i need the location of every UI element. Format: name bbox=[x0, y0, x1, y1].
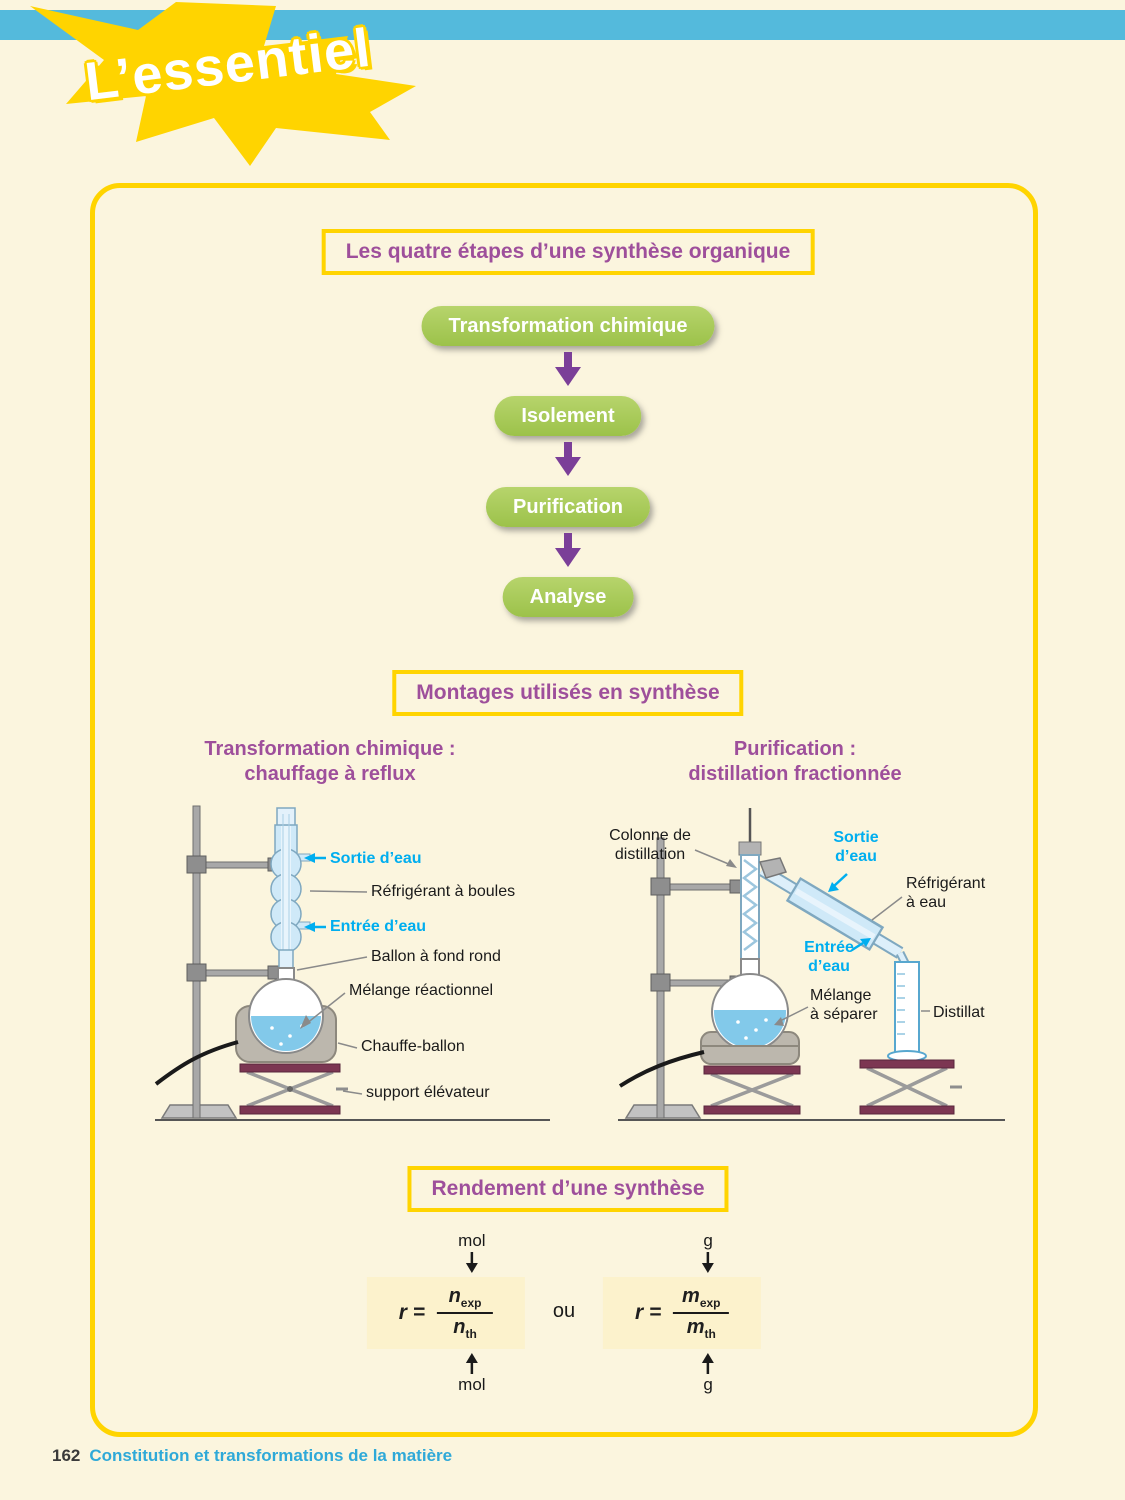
reflux-apparatus-illustration bbox=[154, 805, 550, 1121]
bulb-condenser bbox=[270, 807, 311, 971]
leader-lines bbox=[694, 849, 930, 1022]
rendement-section-title: Rendement d’une synthèse bbox=[407, 1166, 729, 1212]
label-condenser: Réfrigérant à eau bbox=[906, 875, 986, 911]
denominator-symbol: m bbox=[686, 1316, 705, 1338]
unit-bottom: mol bbox=[458, 1375, 486, 1394]
arrow-up-icon bbox=[702, 1353, 715, 1374]
formula-r-equals: r = bbox=[398, 1301, 426, 1324]
arrow-down-icon bbox=[702, 1252, 715, 1273]
numerator-symbol: n bbox=[448, 1285, 461, 1307]
label-column: Colonne de distillation bbox=[609, 827, 691, 863]
lab-jack bbox=[239, 1063, 348, 1115]
label-mixture: Mélange à séparer bbox=[810, 987, 878, 1023]
numerator-symbol: m bbox=[682, 1285, 700, 1307]
denominator: nth bbox=[453, 1316, 477, 1341]
label-mixture: Mélange réactionnel bbox=[349, 982, 494, 999]
mol-formula: mol r = nexp nth mol bbox=[366, 1230, 525, 1396]
distillation-title-line1: Purification : bbox=[733, 738, 857, 760]
label-distillate: Distillat bbox=[933, 1004, 985, 1021]
flask-jack bbox=[703, 1065, 801, 1115]
distillation-title-line2: distillation fractionnée bbox=[688, 763, 902, 785]
formula-fraction: mexp mth bbox=[673, 1285, 730, 1341]
label-jack: support élévateur bbox=[366, 1084, 490, 1101]
graduated-cylinder bbox=[887, 961, 927, 1062]
arrow-up-icon bbox=[465, 1353, 478, 1374]
label-condenser: Réfrigérant à boules bbox=[371, 883, 516, 900]
page-footer: 162 Constitution et transformations de la… bbox=[52, 1446, 452, 1466]
yield-formula-box-mass: r = mexp mth bbox=[603, 1277, 762, 1349]
or-separator: ou bbox=[552, 1299, 576, 1322]
unit-bottom: g bbox=[703, 1375, 713, 1394]
water-in-arrow-icon bbox=[851, 938, 871, 952]
flow-step-isolement: Isolement bbox=[494, 396, 642, 436]
reflux-diagram-title: Transformation chimique : chauffage à re… bbox=[204, 737, 455, 787]
arrow-down-icon bbox=[465, 1252, 478, 1273]
distillation-apparatus-illustration bbox=[618, 808, 1005, 1121]
unit-top: g bbox=[703, 1231, 713, 1250]
numerator-subscript: exp bbox=[699, 1296, 721, 1310]
fraction-bar bbox=[673, 1312, 730, 1314]
label-flask: Ballon à fond rond bbox=[371, 948, 501, 965]
flow-arrow-icon bbox=[555, 533, 581, 567]
yield-formulas: mol r = nexp nth mol ou g bbox=[366, 1230, 762, 1396]
page-number: 162 bbox=[52, 1446, 81, 1465]
mass-formula: g r = mexp mth g bbox=[603, 1230, 762, 1396]
water-out-arrow-icon bbox=[828, 873, 848, 892]
reflux-title-line1: Transformation chimique : bbox=[204, 738, 456, 760]
content-card bbox=[90, 183, 1038, 1437]
formula-fraction: nexp nth bbox=[437, 1285, 494, 1341]
water-in-arrow-icon bbox=[304, 922, 326, 932]
flow-step-purification: Purification bbox=[485, 487, 651, 527]
denominator-subscript: th bbox=[704, 1327, 716, 1341]
mixture-arrowhead bbox=[300, 1015, 311, 1029]
leader-lines bbox=[296, 890, 368, 1095]
montages-section-title: Montages utilisés en synthèse bbox=[392, 670, 744, 716]
numerator: nexp bbox=[449, 1285, 482, 1310]
label-heater: Chauffe-ballon bbox=[361, 1038, 465, 1055]
label-water-out: Sortie d’eau bbox=[330, 850, 422, 867]
flow-arrow-icon bbox=[555, 352, 581, 386]
cylinder-jack bbox=[859, 1059, 962, 1115]
label-water-in: Entrée d’eau bbox=[804, 939, 854, 975]
distillation-diagram-title: Purification : distillation fractionnée bbox=[688, 737, 901, 787]
formula-r-equals: r = bbox=[634, 1301, 662, 1324]
steps-section-title: Les quatre étapes d’une synthèse organiq… bbox=[321, 229, 815, 275]
denominator: mth bbox=[687, 1316, 716, 1341]
reflux-diagram: Sortie d’eau Réfrigérant à boules Entrée… bbox=[140, 800, 560, 1125]
mixture-arrowhead bbox=[774, 1017, 784, 1026]
flow-step-analyse: Analyse bbox=[502, 577, 634, 617]
column-arrowhead bbox=[726, 859, 737, 868]
reflux-title-line2: chauffage à reflux bbox=[244, 763, 416, 785]
denominator-symbol: n bbox=[453, 1316, 466, 1338]
numerator: mexp bbox=[682, 1285, 720, 1310]
flow-arrow-icon bbox=[555, 442, 581, 476]
footer-chapter-title: Constitution et transformations de la ma… bbox=[89, 1446, 453, 1465]
flow-step-transformation: Transformation chimique bbox=[421, 306, 715, 346]
unit-top: mol bbox=[458, 1231, 486, 1250]
yield-formula-box-mol: r = nexp nth bbox=[366, 1277, 525, 1349]
badge-starburst-shape bbox=[30, 2, 416, 166]
fraction-bar bbox=[437, 1312, 494, 1314]
label-water-in: Entrée d’eau bbox=[330, 918, 427, 935]
lab-stand bbox=[160, 805, 283, 1119]
numerator-subscript: exp bbox=[460, 1296, 482, 1310]
distillation-column bbox=[738, 808, 762, 962]
denominator-subscript: th bbox=[465, 1327, 477, 1341]
label-water-out: Sortie d’eau bbox=[833, 829, 879, 865]
distillation-diagram: Colonne de distillation Sortie d’eau Réf… bbox=[600, 800, 1025, 1125]
round-bottom-flask bbox=[618, 958, 800, 1088]
lab-stand bbox=[624, 837, 745, 1119]
water-out-arrow-icon bbox=[304, 853, 326, 863]
